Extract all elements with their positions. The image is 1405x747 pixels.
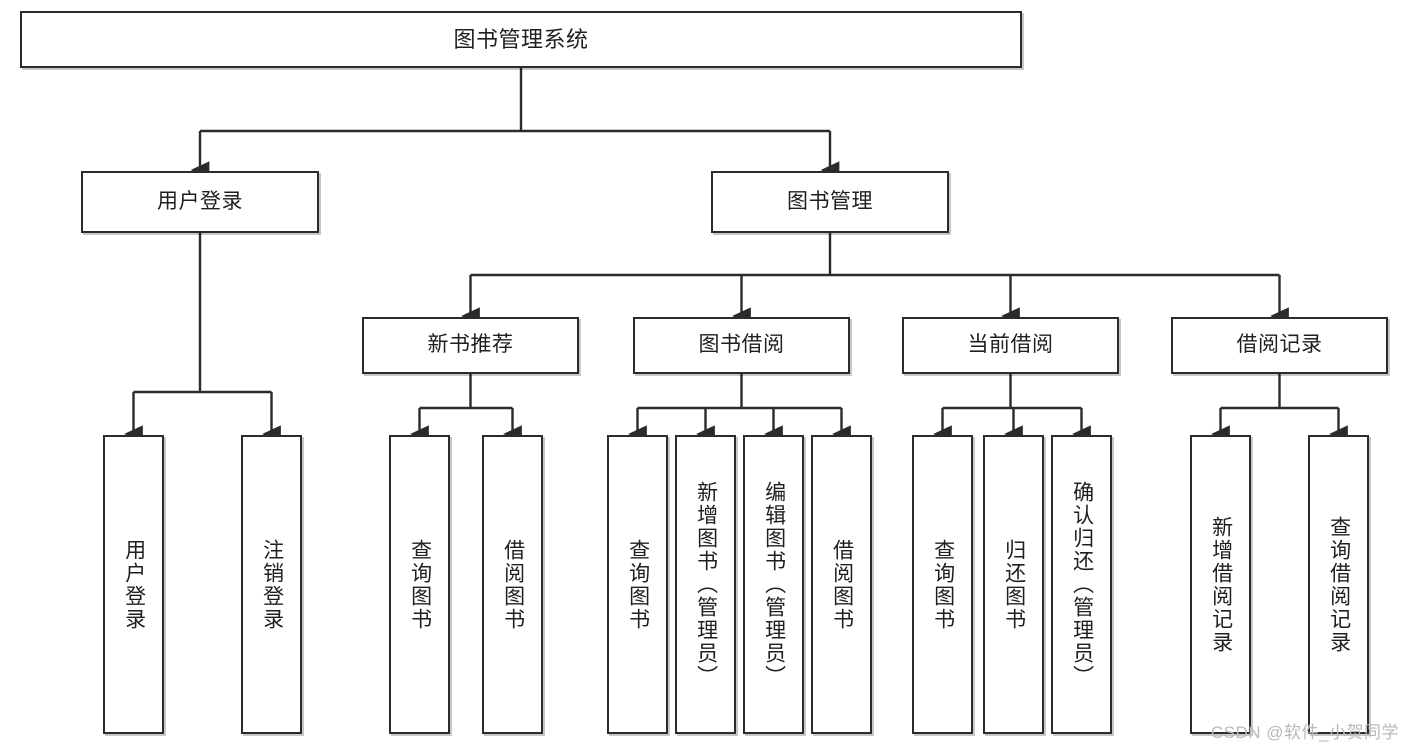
node-login[interactable]: 用户登录 <box>81 171 319 233</box>
node-label: 归还图书 <box>1002 538 1026 631</box>
node-label: 用户登录 <box>157 189 243 213</box>
node-leaf-cur-1[interactable]: 查询图书 <box>912 435 973 734</box>
node-root[interactable]: 图书管理系统 <box>20 11 1022 68</box>
node-leaf-borrow-4[interactable]: 借阅图书 <box>811 435 872 734</box>
node-leaf-borrow-3[interactable]: 编辑图书（管理员） <box>743 435 804 734</box>
node-leaf-cur-2[interactable]: 归还图书 <box>983 435 1044 734</box>
node-label: 借阅图书 <box>501 538 525 631</box>
node-label: 查询图书 <box>626 538 650 631</box>
node-leaf-rec-2[interactable]: 查询借阅记录 <box>1308 435 1369 734</box>
node-label: 注销登录 <box>260 538 284 631</box>
node-label: 查询图书 <box>931 538 955 631</box>
node-records[interactable]: 借阅记录 <box>1171 317 1388 374</box>
node-label: 新书推荐 <box>427 333 514 357</box>
node-label: 借阅图书 <box>830 538 854 631</box>
node-label: 新增借阅记录 <box>1209 515 1233 654</box>
node-leaf-login-1[interactable]: 用户登录 <box>103 435 164 734</box>
node-label: 确认归还（管理员） <box>1070 481 1094 688</box>
node-bookmgmt[interactable]: 图书管理 <box>711 171 949 233</box>
node-leaf-new-1[interactable]: 查询图书 <box>389 435 450 734</box>
node-label: 图书管理系统 <box>453 26 589 52</box>
node-leaf-rec-1[interactable]: 新增借阅记录 <box>1190 435 1251 734</box>
node-label: 图书管理 <box>787 189 873 213</box>
node-label: 用户登录 <box>122 538 146 631</box>
node-newbook[interactable]: 新书推荐 <box>362 317 579 374</box>
node-label: 新增图书（管理员） <box>694 481 718 688</box>
node-leaf-login-2[interactable]: 注销登录 <box>241 435 302 734</box>
node-leaf-borrow-2[interactable]: 新增图书（管理员） <box>675 435 736 734</box>
node-leaf-cur-3[interactable]: 确认归还（管理员） <box>1051 435 1112 734</box>
watermark-text: CSDN @软件_小贺同学 <box>1210 723 1399 742</box>
node-leaf-new-2[interactable]: 借阅图书 <box>482 435 543 734</box>
node-label: 图书借阅 <box>698 333 785 357</box>
node-label: 编辑图书（管理员） <box>762 481 786 688</box>
node-leaf-borrow-1[interactable]: 查询图书 <box>607 435 668 734</box>
node-label: 借阅记录 <box>1236 333 1323 357</box>
node-label: 查询图书 <box>408 538 432 631</box>
node-current[interactable]: 当前借阅 <box>902 317 1119 374</box>
node-borrow[interactable]: 图书借阅 <box>633 317 850 374</box>
node-label: 当前借阅 <box>967 333 1054 357</box>
node-label: 查询借阅记录 <box>1327 515 1351 654</box>
